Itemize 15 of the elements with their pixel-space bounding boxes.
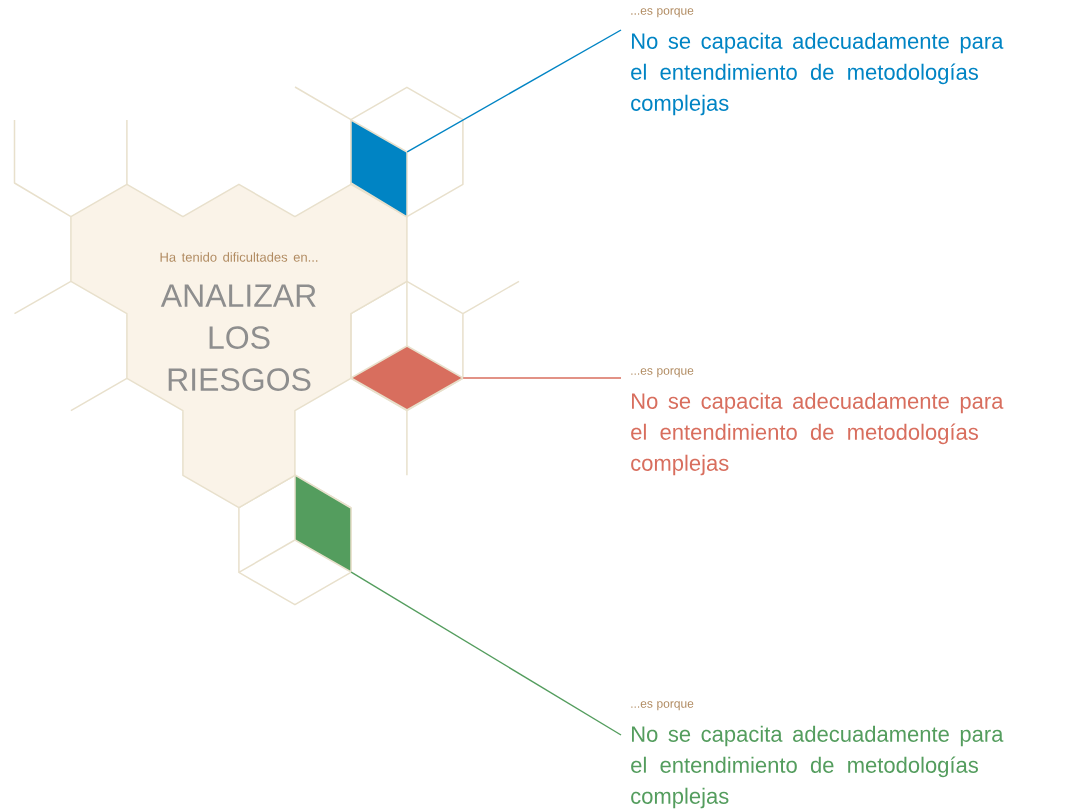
diamond-shape (350, 345, 464, 411)
leader-line (462, 377, 622, 379)
parallelogram-shape (294, 474, 352, 573)
reason-text: No se capacita adecuadamente para el entendimiento de metodologías complejas (631, 392, 1004, 476)
caption-text: ...es porque (631, 368, 694, 378)
leader-line (406, 29, 622, 153)
caption-text: ...es porque (631, 8, 694, 18)
hexagon-cluster (70, 183, 408, 509)
title-text: ANALIZAR LOS RIESGOS (160, 284, 316, 391)
leader-line (350, 571, 622, 736)
parallelogram-shape (350, 119, 408, 218)
reason-text: No se capacita adecuadamente para el entendimiento de metodologías complejas (631, 32, 1004, 116)
reason-text: No se capacita adecuadamente para el entendimiento de metodologías complejas (631, 725, 1004, 809)
subtitle-text: Ha tenido dificultades en... (160, 252, 318, 262)
caption-text: ...es porque (631, 701, 694, 711)
